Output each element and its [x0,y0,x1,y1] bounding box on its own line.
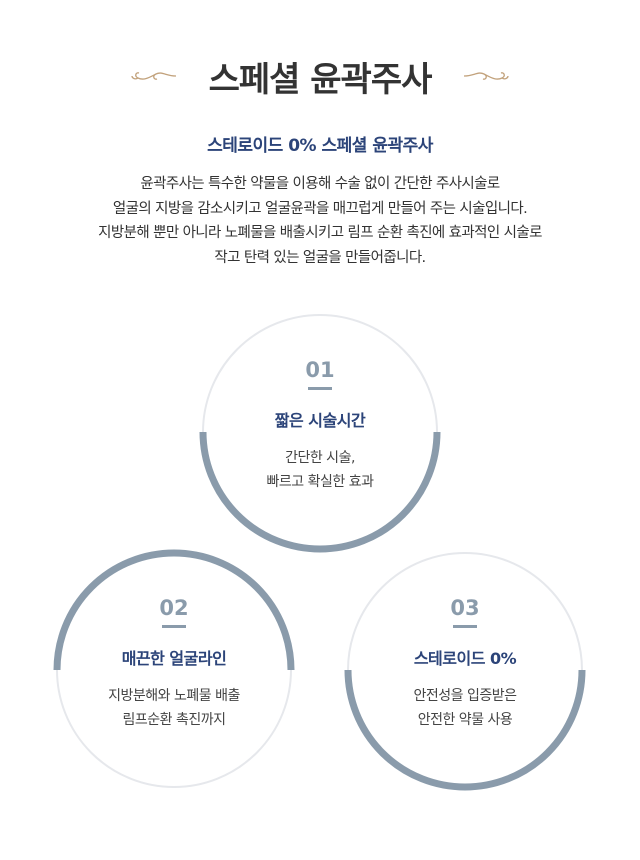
feature-desc-line: 안전성을 입증받은 [413,688,518,704]
page-title: 스페셜 윤곽주사 [208,60,433,100]
feature-desc-line: 림프순환 촉진까지 [122,712,227,728]
ring-3 [344,552,586,791]
ornament-left-icon [131,72,177,80]
feature-number: 03 [450,596,480,620]
intro-text: 윤곽주사는 특수한 약물을 이용해 수술 없이 간단한 주사시술로 얼굴의 지방… [0,172,640,270]
divider [308,387,332,390]
feature-desc-line: 간단한 시술, [285,450,355,466]
intro-line: 윤곽주사는 특수한 약물을 이용해 수술 없이 간단한 주사시술로 [140,176,500,192]
feature-number: 01 [305,358,335,382]
feature-number: 02 [159,596,189,620]
feature-title: 매끈한 얼굴라인 [121,649,227,668]
intro-line: 얼굴의 지방을 감소시키고 얼굴윤곽을 매끄럽게 만들어 주는 시술입니다. [112,200,528,217]
subtitle: 스테로이드 0% 스페셜 윤곽주사 [207,136,433,156]
feature-title: 짧은 시술시간 [274,411,366,430]
intro-line: 작고 탄력 있는 얼굴을 만들어줍니다. [214,249,426,266]
feature-desc-line: 지방분해와 노폐물 배출 [108,688,240,704]
feature-desc-line: 빠르고 확실한 효과 [266,474,374,490]
divider [453,625,477,628]
ring-2 [53,549,295,788]
feature-desc: 간단한 시술, 빠르고 확실한 효과 [202,446,438,494]
ring-1 [199,314,441,553]
ornament-right-icon [463,72,509,80]
feature-title: 스테로이드 0% [413,649,517,668]
divider [162,625,186,628]
feature-card-1: 01 짧은 시술시간 간단한 시술, 빠르고 확실한 효과 [202,314,438,550]
feature-desc-line: 안전한 약물 사용 [417,712,513,728]
intro-line: 지방분해 뿐만 아니라 노폐물을 배출시키고 림프 순환 촉진에 효과적인 시술… [98,225,542,241]
